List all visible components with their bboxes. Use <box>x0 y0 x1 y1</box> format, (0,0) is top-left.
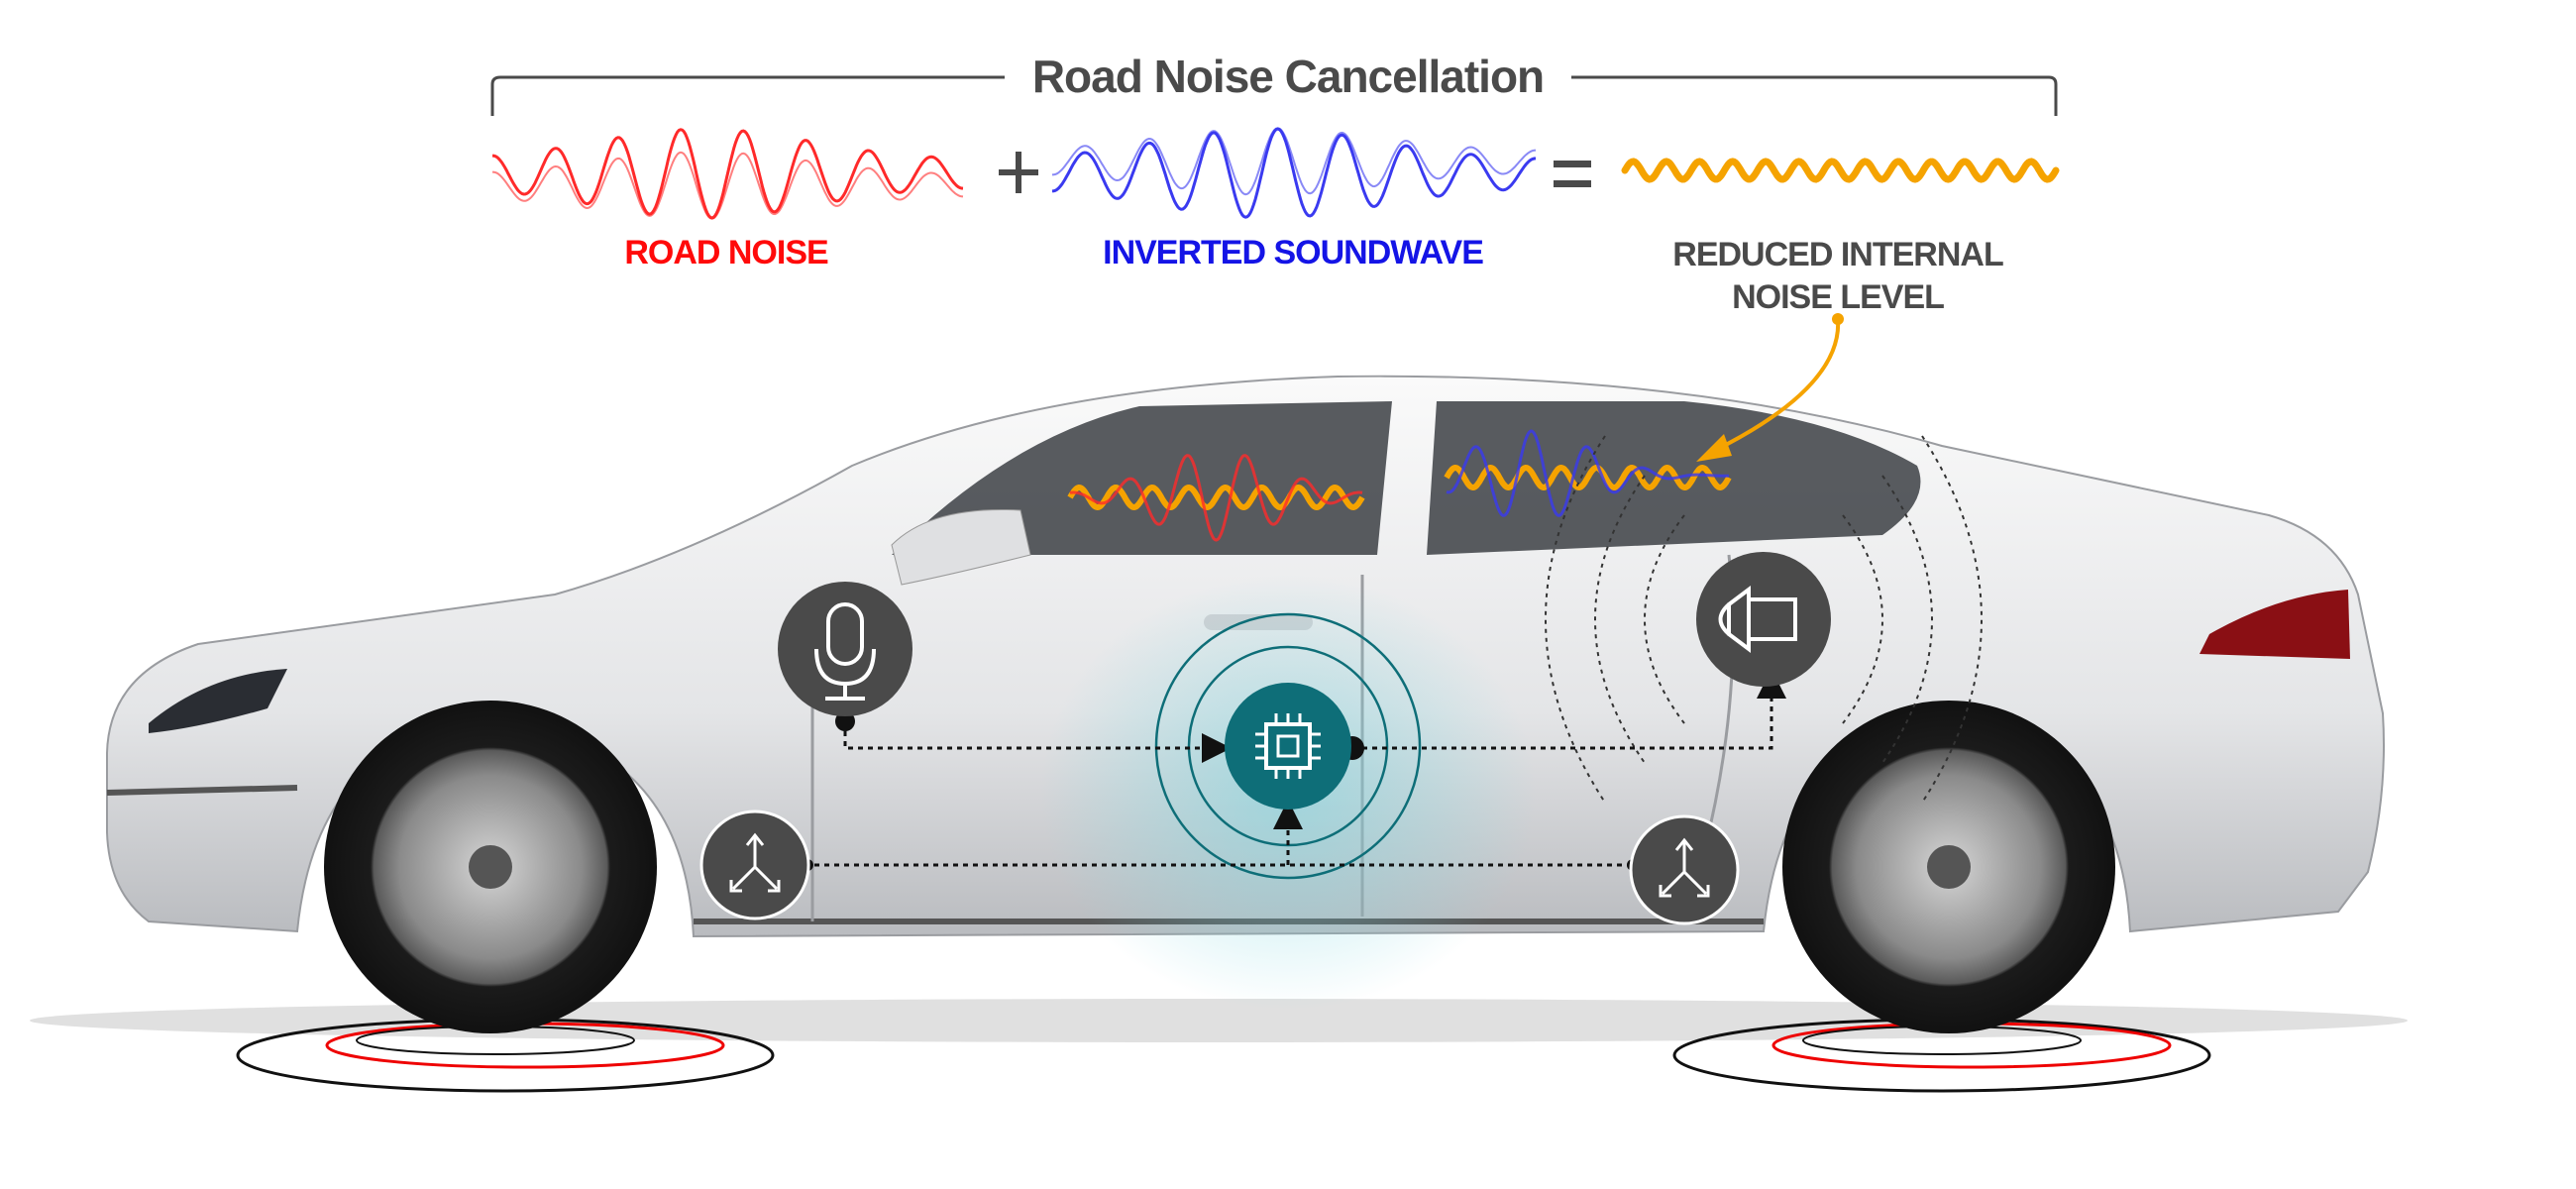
microphone-icon <box>778 582 912 716</box>
window-reduced-wave <box>1444 464 1732 491</box>
speaker-icon <box>1696 552 1831 687</box>
reduced-noise-label-line2: NOISE LEVEL <box>1732 278 1945 316</box>
car-shadow <box>30 999 2408 1042</box>
speaker-sound-arcs <box>1545 435 1983 804</box>
taillight <box>2200 590 2350 659</box>
windows <box>892 401 1921 555</box>
front-wheel <box>324 701 657 1033</box>
wave-stroke <box>491 151 964 220</box>
inverted-soundwave <box>1051 127 1537 219</box>
window-inverted-wave <box>1446 429 1729 517</box>
reduced-noise-wave <box>1621 158 2060 183</box>
headlight <box>149 669 287 733</box>
equals-sign <box>1554 161 1591 187</box>
rear-wheel <box>1782 701 2115 1033</box>
processor-chip-icon <box>1225 683 1351 810</box>
wave-stroke <box>491 128 964 220</box>
accelerometer-sensor-icon <box>1629 814 1740 925</box>
inverted-soundwave-label: INVERTED SOUNDWAVE <box>1103 234 1484 271</box>
accelerometer-sensor-icon <box>699 810 810 920</box>
signal-lines <box>755 669 1786 867</box>
road-noise-wave <box>491 128 964 220</box>
reduced-noise-pointer <box>1713 318 1841 453</box>
wave-stroke <box>1051 127 1537 196</box>
reduced-noise-label: REDUCED INTERNAL NOISE LEVEL <box>1590 234 2086 319</box>
wave-stroke <box>1051 127 1537 219</box>
window-road-noise-wave <box>1069 454 1363 542</box>
side-mirror <box>891 508 1031 586</box>
plus-sign <box>999 152 1038 193</box>
road-noise-label: ROAD NOISE <box>624 234 828 271</box>
chip-ring <box>1154 612 1422 880</box>
reduced-noise-label-line1: REDUCED INTERNAL <box>1672 236 2003 273</box>
diagram-title: Road Noise Cancellation <box>1004 51 1572 102</box>
